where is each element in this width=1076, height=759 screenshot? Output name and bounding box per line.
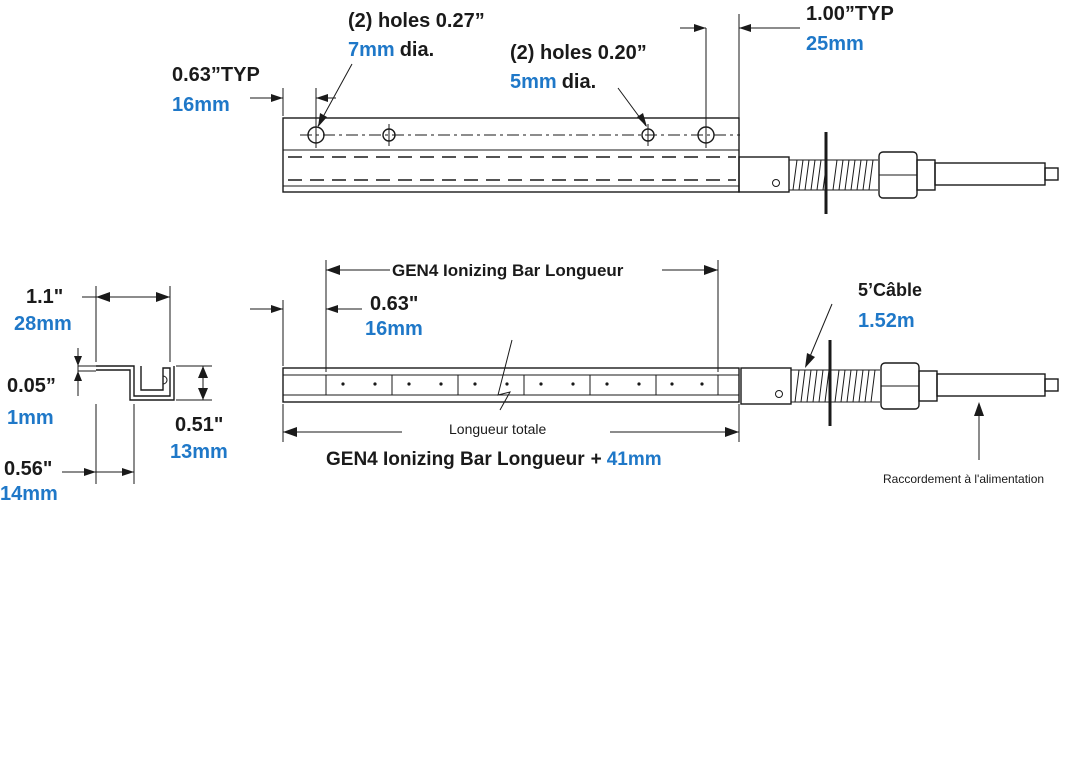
emitter-points	[341, 382, 704, 386]
front-bar-body	[282, 367, 740, 403]
wall-metric: 1mm	[7, 407, 54, 429]
bar-length-label: GEN4 Ionizing Bar Longueur	[392, 261, 624, 280]
cable-imperial: 5’Câble	[858, 280, 922, 300]
power-connection-label: Raccordement à l'alimentation	[883, 472, 1044, 486]
depth-imperial: 0.56"	[4, 458, 52, 480]
total-length-label: GEN4 Ionizing Bar Longueur+41mm	[326, 449, 662, 470]
width-imperial: 1.1"	[26, 286, 63, 308]
hole-small-size-label: (2) holes 0.20”	[510, 42, 647, 64]
front-connector	[880, 362, 1059, 410]
top-connector	[878, 151, 1059, 199]
cable-metric: 1.52m	[858, 310, 915, 332]
typ-left-metric: 16mm	[172, 94, 230, 116]
mount-hole-large	[307, 122, 325, 148]
section-view	[62, 286, 212, 484]
overall-length-label: Longueur totale	[449, 421, 547, 437]
top-end-cap	[738, 156, 790, 193]
hole-large-size-label: (2) holes 0.27”	[348, 10, 485, 32]
depth-metric: 14mm	[0, 483, 58, 505]
wall-imperial: 0.05”	[7, 375, 56, 397]
top-strain-relief	[789, 132, 878, 214]
mount-hole-small	[382, 124, 396, 146]
front-end-cap	[740, 367, 792, 405]
mount-hole-large	[697, 122, 715, 148]
offset-imperial: 0.63"	[370, 293, 418, 315]
height-metric: 13mm	[170, 441, 228, 463]
offset-metric: 16mm	[365, 318, 423, 340]
mount-hole-small	[641, 124, 655, 146]
typ-right-metric: 25mm	[806, 33, 864, 55]
front-strain-relief	[791, 340, 880, 426]
width-metric: 28mm	[14, 313, 72, 335]
height-imperial: 0.51"	[175, 414, 223, 436]
channel-profile-inner	[96, 366, 175, 401]
typ-left-imperial: 0.63”TYP	[172, 64, 260, 86]
channel-profile	[96, 365, 171, 397]
front-view	[250, 260, 1059, 460]
top-view	[250, 14, 1059, 214]
top-bar-body	[282, 117, 740, 193]
break-line-symbol	[497, 339, 513, 411]
typ-right-imperial: 1.00”TYP	[806, 3, 894, 25]
